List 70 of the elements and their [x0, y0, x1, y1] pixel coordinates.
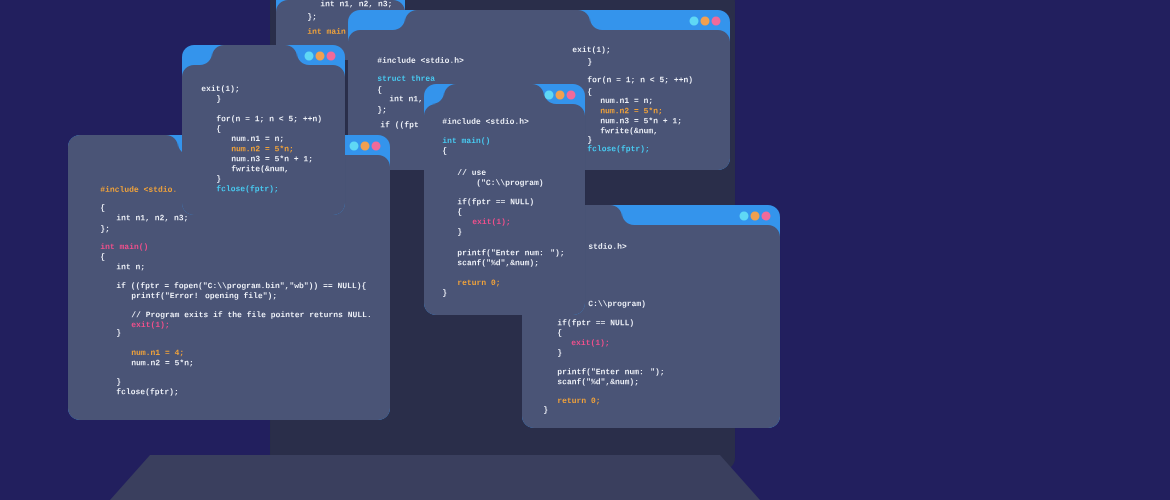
code-line: for(n = 1; n < 5; ++n) — [216, 115, 321, 123]
code-line: // use — [457, 169, 486, 175]
code-line: if ((fptr = fopen("C:\\program.bin","wb")) == NULL){ — [116, 282, 366, 290]
code-line: struct threa — [377, 75, 435, 81]
code-line: num.n1 = n; — [600, 97, 652, 105]
code-line: num.n1 = n; — [231, 135, 283, 143]
code-line: for(n = 1; n < 5; ++n) — [587, 76, 692, 84]
code-line: printf("Enter num: "); — [457, 249, 564, 257]
code-line: { — [101, 204, 105, 212]
code-line: int main() — [442, 137, 490, 145]
code-line: #include <stdio.h> — [377, 57, 464, 63]
code-line: if(fptr == NULL) — [457, 198, 533, 206]
code-line: { — [217, 125, 221, 133]
code-line: scanf("%d",&num); — [557, 378, 638, 386]
code-line: scanf("%d",&num); — [457, 259, 538, 267]
code-line: num.n1 = 4; — [131, 349, 183, 357]
code-line: #include <stdio. — [100, 186, 176, 192]
code-line: int main — [307, 28, 346, 34]
code-line: } — [588, 58, 592, 66]
code-line: exit(1); — [572, 46, 610, 54]
code-line: fclose(fptr); — [116, 388, 178, 396]
code-line: return 0; — [558, 397, 599, 405]
code-line: int n; — [116, 263, 144, 271]
code-line: } — [588, 136, 592, 144]
code-line: if ((fpt — [380, 121, 418, 129]
code-line: int n1, — [389, 95, 422, 103]
code-line: { — [443, 147, 447, 155]
code-line: exit(1); — [201, 85, 239, 93]
code-line: C:\\program) — [588, 300, 645, 308]
code-window — [424, 84, 585, 315]
code-line: } — [544, 406, 548, 414]
code-line: if(fptr == NULL) — [557, 319, 633, 327]
code-line: fclose(fptr); — [216, 185, 278, 193]
code-line: { — [458, 208, 462, 216]
code-line: }; — [308, 13, 316, 21]
code-line: fwrite(&num, — [600, 127, 657, 135]
code-line: { — [101, 253, 105, 261]
code-line: // Program exits if the file pointer returns NULL. — [131, 311, 370, 319]
code-line: exit(1); — [472, 218, 510, 226]
code-window — [182, 45, 345, 215]
code-line: } — [217, 95, 221, 103]
code-line: } — [117, 378, 121, 386]
code-line: ("C:\\program) — [477, 179, 543, 187]
code-line: #include <stdio.h> — [442, 118, 529, 124]
code-line: return 0; — [458, 279, 499, 287]
code-line: printf("Error! opening file"); — [131, 292, 276, 300]
code-line: fclose(fptr); — [587, 145, 649, 153]
code-line: } — [217, 175, 221, 183]
code-line: int n1, n2, n3; — [320, 0, 391, 8]
code-line: } — [117, 329, 121, 337]
code-line: int n1, n2, n3; — [116, 214, 187, 222]
code-line: num.n2 = 5*n; — [600, 107, 662, 115]
code-line: exit(1); — [131, 321, 169, 329]
code-line: } — [443, 289, 447, 297]
code-line: } — [458, 228, 462, 236]
code-line: }; — [378, 106, 386, 114]
code-line: int main() — [100, 243, 148, 251]
code-line: stdio.h> — [588, 243, 627, 249]
code-line: fwrite(&num, — [231, 165, 288, 173]
code-line: num.n3 = 5*n + 1; — [600, 117, 681, 125]
code-line: num.n2 = 5*n; — [131, 359, 193, 367]
code-line: { — [558, 329, 562, 337]
code-line: exit(1); — [571, 339, 609, 347]
code-line: num.n2 = 5*n; — [231, 145, 293, 153]
code-line: num.n3 = 5*n + 1; — [231, 155, 312, 163]
code-line: printf("Enter num: "); — [557, 368, 664, 376]
code-line: { — [378, 86, 382, 94]
code-line: { — [588, 88, 592, 96]
code-line: }; — [101, 225, 109, 233]
code-line: } — [558, 349, 562, 357]
